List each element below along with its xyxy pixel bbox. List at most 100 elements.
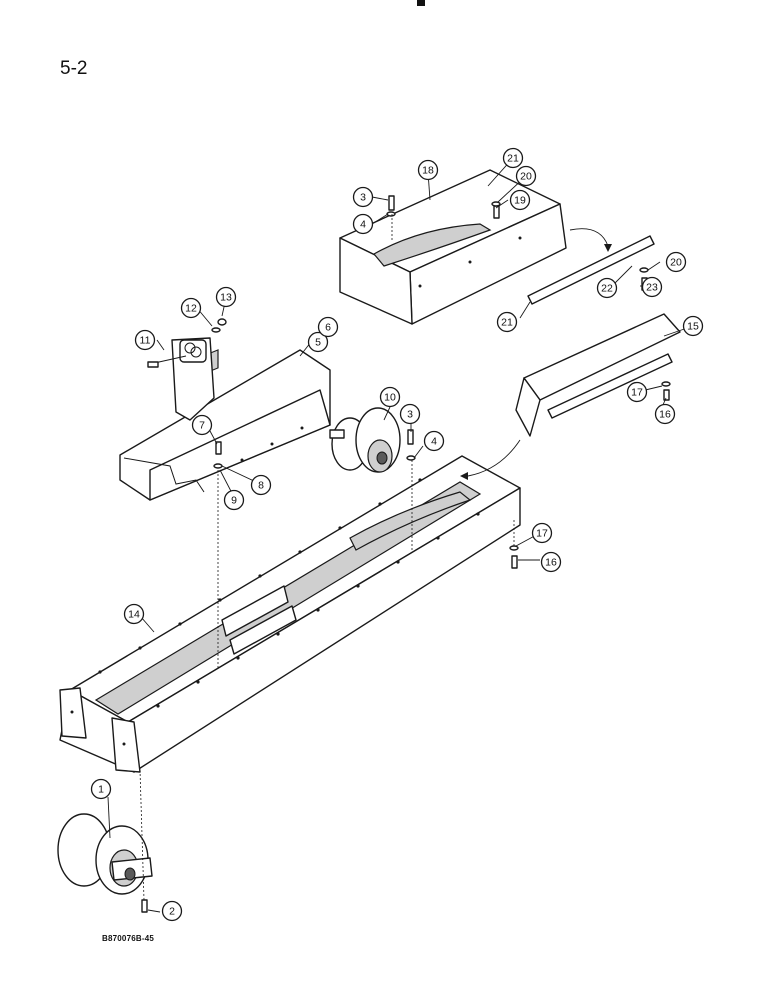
callout-1: 1 (90, 778, 112, 800)
callout-number: 2 (169, 906, 175, 918)
callout-circle (161, 900, 183, 922)
callout-16: 16 (540, 551, 562, 573)
callout-circle (399, 403, 421, 425)
callout-circle (665, 251, 687, 273)
callout-circle (379, 386, 401, 408)
callout-circle (496, 311, 518, 333)
top-edge-mark (417, 0, 425, 6)
callout-8: 8 (250, 474, 272, 496)
callout-circle (682, 315, 704, 337)
callout-20: 20 (515, 165, 537, 187)
callout-number: 17 (631, 387, 643, 399)
callout-23: 23 (641, 276, 663, 298)
callout-circle (180, 297, 202, 319)
guard-bracket (119, 349, 331, 501)
callout-circle (641, 276, 663, 298)
callout-number: 20 (670, 257, 682, 269)
callout-14: 14 (123, 603, 145, 625)
callout-number: 8 (258, 480, 264, 492)
callout-circle (317, 316, 339, 338)
callout-11: 11 (134, 329, 156, 351)
callout-circle (423, 430, 445, 452)
callout-number: 16 (659, 409, 671, 421)
callout-20: 20 (665, 251, 687, 273)
callout-circle (215, 286, 237, 308)
callout-circle (223, 489, 245, 511)
callout-3: 3 (399, 403, 421, 425)
callout-number: 21 (501, 317, 513, 329)
callout-layer: 1234345678910111213141516161717181920202… (90, 147, 704, 922)
callout-18: 18 (417, 159, 439, 181)
callout-17: 17 (531, 522, 553, 544)
callout-15: 15 (682, 315, 704, 337)
callout-circle (134, 329, 156, 351)
callout-2: 2 (161, 900, 183, 922)
callout-circle (654, 403, 676, 425)
callout-4: 4 (423, 430, 445, 452)
callout-10: 10 (379, 386, 401, 408)
callout-circle (531, 522, 553, 544)
callout-circle (596, 277, 618, 299)
callout-number: 4 (431, 436, 437, 448)
callout-number: 15 (687, 321, 699, 333)
callout-circle (502, 147, 524, 169)
callout-number: 14 (128, 609, 140, 621)
callout-number: 21 (507, 153, 519, 165)
callout-16: 16 (654, 403, 676, 425)
callout-number: 23 (646, 282, 658, 294)
wear-strip-upper (527, 235, 655, 305)
track-roller (57, 813, 153, 895)
callout-21: 21 (496, 311, 518, 333)
callout-number: 6 (325, 322, 331, 334)
callout-circle (352, 213, 374, 235)
callout-7: 7 (191, 414, 213, 436)
callout-21: 21 (502, 147, 524, 169)
callout-number: 7 (199, 420, 205, 432)
callout-number: 5 (315, 337, 321, 349)
callout-number: 22 (601, 283, 613, 295)
callout-circle (123, 603, 145, 625)
callout-4: 4 (352, 213, 374, 235)
callout-number: 11 (140, 335, 151, 347)
callout-circle (191, 414, 213, 436)
transfer-arrow-upper (569, 228, 609, 247)
callout-circle (307, 331, 329, 353)
transfer-arrow-lower-head (460, 472, 468, 480)
transfer-arrow-lower (467, 439, 521, 477)
callout-number: 3 (360, 192, 366, 204)
mounting-arm (147, 337, 215, 421)
callout-5: 5 (307, 331, 329, 353)
callout-number: 9 (231, 495, 237, 507)
callout-circle (352, 186, 374, 208)
carrier-roller (329, 407, 401, 473)
callout-9: 9 (223, 489, 245, 511)
callout-circle (90, 778, 112, 800)
callout-number: 13 (220, 292, 232, 304)
transfer-arrow-upper-head (604, 244, 612, 252)
drawing-code: B870076B-45 (102, 934, 155, 943)
callout-number: 4 (360, 219, 366, 231)
page-number: 5-2 (60, 58, 88, 79)
callout-6: 6 (317, 316, 339, 338)
callout-number: 20 (520, 171, 532, 183)
hardware (141, 195, 671, 913)
callout-circle (540, 551, 562, 573)
callout-12: 12 (180, 297, 202, 319)
callout-circle (250, 474, 272, 496)
callout-number: 10 (384, 392, 396, 404)
callout-number: 1 (98, 784, 104, 796)
callout-19: 19 (509, 189, 531, 211)
callout-circle (509, 189, 531, 211)
callout-circle (417, 159, 439, 181)
callout-number: 17 (536, 528, 548, 540)
alignment-lines (139, 214, 515, 901)
callout-13: 13 (215, 286, 237, 308)
callout-number: 12 (185, 303, 197, 315)
callout-circle (515, 165, 537, 187)
track-frame (59, 455, 521, 773)
callout-17: 17 (626, 381, 648, 403)
callout-number: 18 (422, 165, 434, 177)
callout-3: 3 (352, 186, 374, 208)
callout-circle (626, 381, 648, 403)
